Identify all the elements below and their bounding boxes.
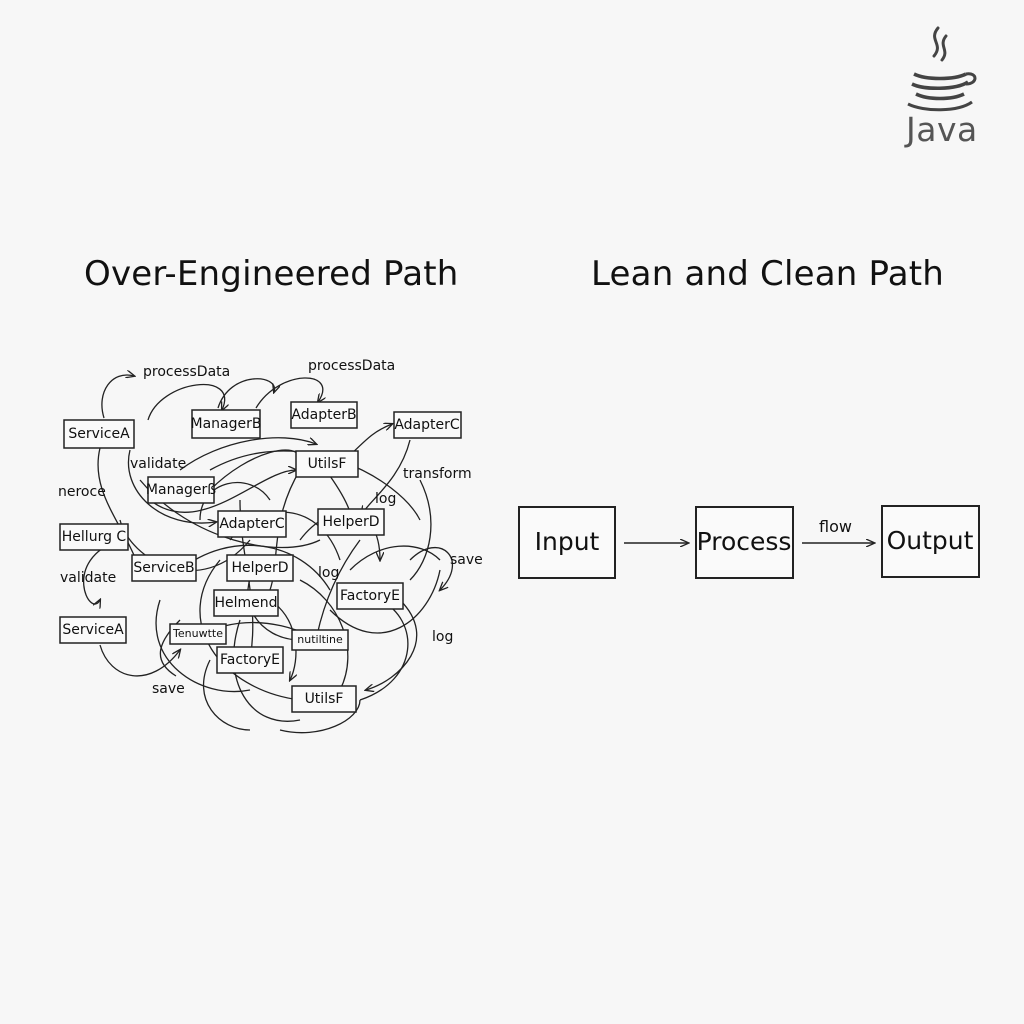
svg-text:UtilsF: UtilsF [305, 691, 344, 707]
node-manager-b-mid: Managerß [146, 476, 216, 504]
svg-text:nutiltine: nutiltine [297, 633, 343, 646]
label-save-2: save [152, 681, 185, 697]
node-utils-f-bottom: UtilsF [291, 685, 357, 713]
label-validate-2: validate [60, 570, 116, 586]
svg-text:HelperD: HelperD [322, 514, 379, 530]
label-transform: transform [403, 466, 472, 482]
label-validate-1: validate [130, 456, 186, 472]
node-input: Input [518, 506, 616, 579]
svg-text:Input: Input [535, 527, 600, 556]
node-factory-e-right: FactoryE [336, 582, 404, 610]
svg-text:Managerß: Managerß [146, 482, 216, 498]
svg-text:Helmend: Helmend [214, 595, 277, 611]
node-manager-b-top: ManagerB [191, 409, 262, 439]
svg-text:AdapterC: AdapterC [394, 417, 460, 433]
node-adapter-b: AdapterB [290, 401, 358, 429]
node-nutiltine: nutiltine [291, 629, 349, 651]
node-output: Output [881, 505, 980, 578]
node-adapter-c-top: AdapterC [393, 411, 462, 439]
label-process-data-2: processData [308, 358, 395, 374]
label-neroce: neroce [58, 484, 106, 500]
svg-text:Tenuwtte: Tenuwtte [172, 627, 223, 640]
svg-text:ServiceA: ServiceA [68, 426, 130, 442]
svg-text:UtilsF: UtilsF [308, 456, 347, 472]
node-factory-e-bottom: FactoryE [216, 646, 284, 674]
node-hellurg-c: Hellurg C [59, 523, 129, 551]
node-adapter-c-mid: AdapterC [217, 510, 287, 538]
java-logo-text: Java [906, 110, 978, 149]
svg-text:HelperD: HelperD [231, 560, 288, 576]
label-log-3: log [432, 629, 453, 645]
label-flow: flow [819, 517, 852, 536]
node-tenuwtte: Tenuwtte [169, 623, 227, 645]
label-log-1: log [375, 491, 396, 507]
svg-text:FactoryE: FactoryE [220, 652, 280, 668]
node-helmend: Helmend [213, 589, 279, 617]
label-log-2: log [318, 565, 339, 581]
node-service-a-bottom: ServiceA [59, 616, 127, 644]
svg-text:ManagerB: ManagerB [191, 416, 262, 432]
node-process: Process [695, 506, 794, 579]
svg-text:ServiceB: ServiceB [133, 560, 194, 576]
svg-text:AdapterC: AdapterC [219, 516, 285, 532]
node-helper-d-right: HelperD [317, 508, 385, 536]
svg-text:AdapterB: AdapterB [291, 407, 356, 423]
java-logo-icon [907, 26, 977, 112]
node-service-a-top: ServiceA [63, 419, 135, 449]
svg-text:FactoryE: FactoryE [340, 588, 400, 604]
label-save-1: save [450, 552, 483, 568]
node-utils-f-top: UtilsF [295, 450, 359, 478]
node-helper-d-mid: HelperD [226, 554, 294, 582]
svg-text:Process: Process [697, 527, 792, 556]
over-engineered-title: Over-Engineered Path [84, 254, 459, 294]
label-process-data-1: processData [143, 364, 230, 380]
svg-text:ServiceA: ServiceA [62, 622, 124, 638]
svg-text:Hellurg C: Hellurg C [62, 529, 127, 545]
lean-clean-title: Lean and Clean Path [591, 254, 945, 294]
node-service-b: ServiceB [131, 554, 197, 582]
svg-text:Output: Output [887, 526, 974, 555]
